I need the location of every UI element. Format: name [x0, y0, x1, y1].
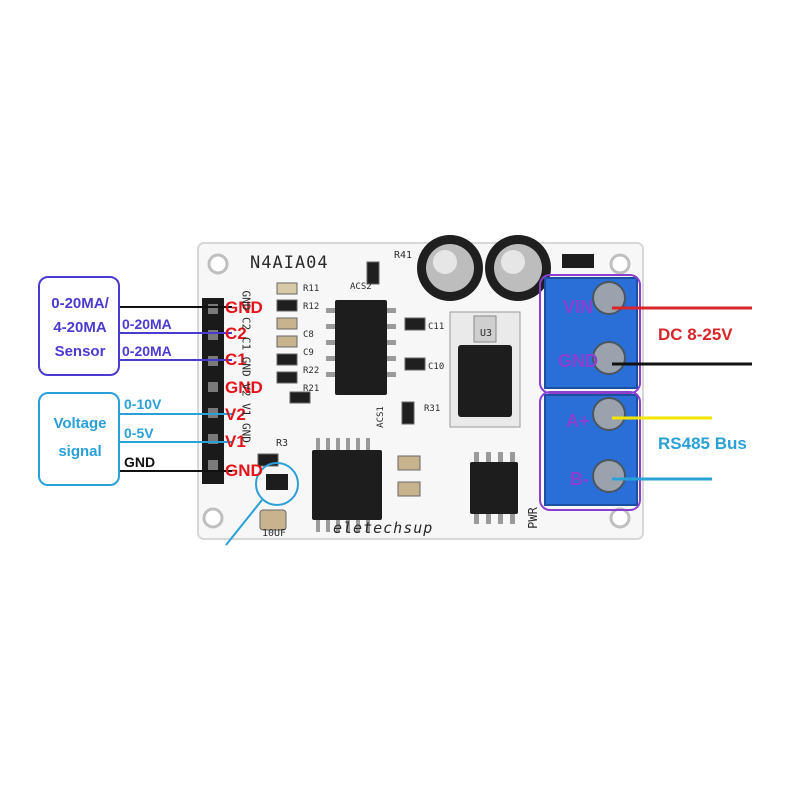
brand-text: eletechsup — [333, 519, 434, 537]
pwr-label: PWR — [525, 507, 540, 529]
r22-label: R22 — [303, 366, 320, 376]
wire-label-c1: 0-20MA — [122, 343, 172, 359]
rs485-label: RS485 Bus — [658, 434, 747, 453]
ic-lower — [312, 438, 382, 532]
c11-label: C11 — [428, 322, 445, 332]
cap-10uf-label: 10UF — [262, 528, 287, 539]
r11-label: R11 — [303, 284, 320, 294]
highlight-circle — [255, 462, 299, 506]
current-sensor-callout — [38, 276, 120, 376]
r31-label: R31 — [424, 404, 441, 414]
voltage-signal-callout — [38, 392, 120, 486]
r3-label: R3 — [276, 438, 289, 449]
pin-label-c1: C1 — [225, 350, 247, 369]
pin-label-gnd-1: GND — [225, 298, 263, 317]
terminal-label-gnd: GND — [558, 351, 598, 371]
terminal-label-a: A+ — [566, 411, 590, 431]
voltage-signal-title: Voltage signal — [53, 415, 107, 460]
acs2-label: ACS2 — [350, 282, 372, 292]
mounting-hole-tl — [207, 253, 229, 275]
terminal-label-b: B- — [570, 469, 589, 489]
terminal-label-vin: VIN — [563, 297, 594, 317]
c10-label: C10 — [428, 362, 445, 372]
wire-label-c2: 0-20MA — [122, 316, 172, 332]
board-model: N4AIA04 — [250, 253, 329, 273]
wire-label-gnd: GND — [124, 454, 156, 470]
terminal-block-power — [544, 277, 638, 389]
r21-label: R21 — [303, 384, 320, 394]
wire-label-v1: 0-5V — [124, 425, 154, 441]
pin-label-c2: C2 — [225, 324, 247, 343]
power-label: DC 8-25V — [658, 325, 733, 344]
u3-label: U3 — [480, 328, 493, 339]
pin-label-gnd-3: GND — [225, 461, 263, 480]
electrolytic-capacitor-2 — [485, 235, 551, 301]
r12-label: R12 — [303, 302, 320, 312]
silk-pin-names: GND C2 C1 GND V2 V1 GND — [239, 290, 253, 443]
ic-upper — [326, 300, 396, 395]
c8-label: C8 — [303, 330, 314, 340]
mounting-hole-tr — [609, 253, 631, 275]
c9-label: C9 — [303, 348, 314, 358]
pin-label-v2: V2 — [225, 405, 246, 424]
electrolytic-capacitor-1 — [417, 235, 483, 301]
pointer-line — [225, 499, 263, 546]
pin-label-gnd-2: GND — [225, 378, 263, 397]
terminal-block-rs485 — [544, 394, 638, 506]
smd-components — [257, 261, 426, 531]
mounting-hole-bl — [202, 507, 224, 529]
mounting-hole-br — [609, 507, 631, 529]
pcb-board — [197, 242, 644, 540]
ic-rs485 — [470, 452, 518, 524]
r41-label: R41 — [394, 250, 413, 261]
wire-label-v2: 0-10V — [124, 396, 162, 412]
pin-label-v1: V1 — [225, 432, 246, 451]
transistor — [266, 474, 288, 490]
regulator-u3 — [449, 311, 521, 428]
acs1-label: ACS1 — [375, 406, 386, 428]
current-sensor-title: 0-20MA/ 4-20MA Sensor — [51, 295, 109, 360]
